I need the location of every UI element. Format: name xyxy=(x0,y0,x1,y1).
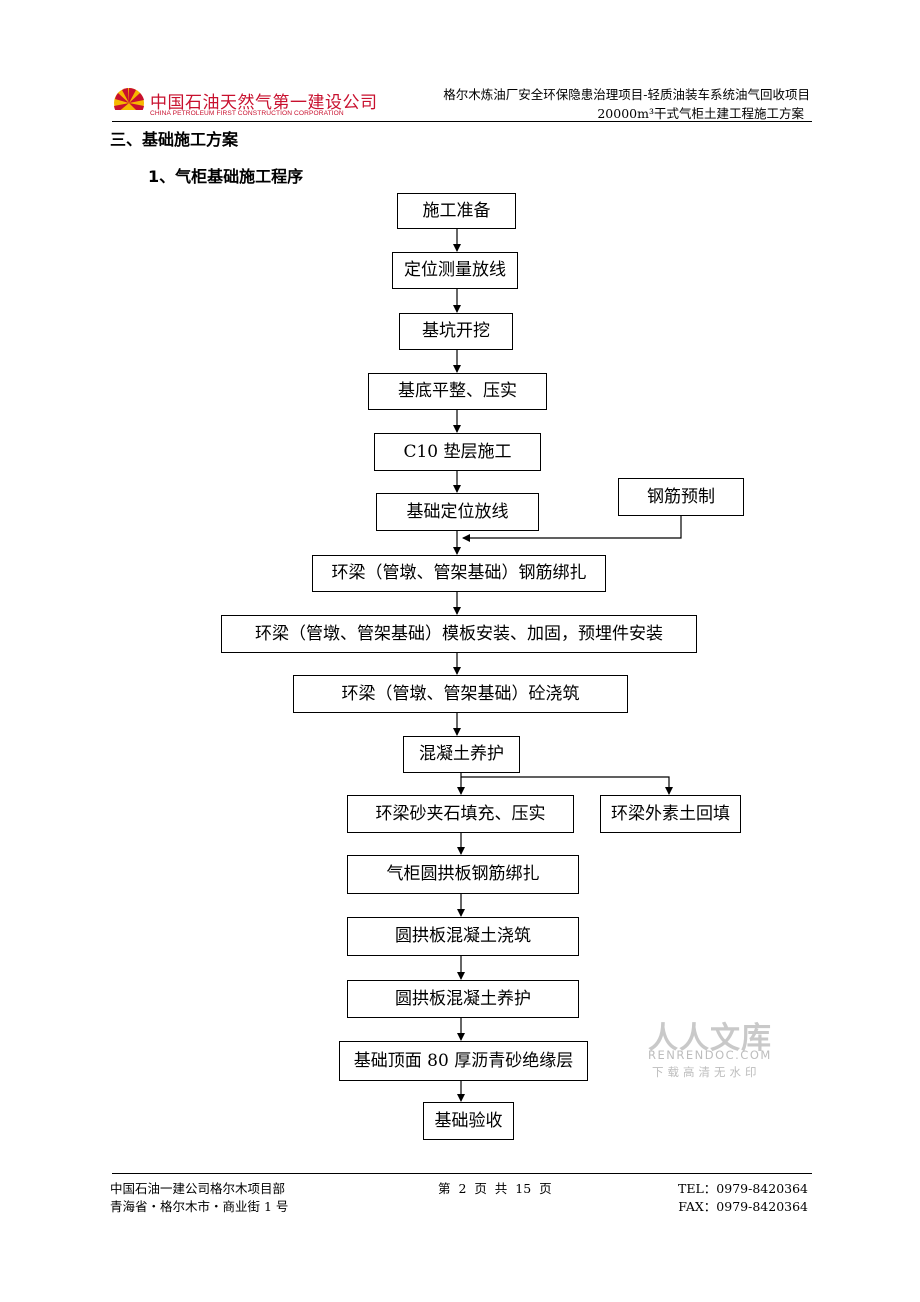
flow-step-ring-beam-rebar: 环梁（管墩、管架基础）钢筋绑扎 xyxy=(312,555,606,592)
flow-step-cushion: C10 垫层施工 xyxy=(374,433,541,471)
petal-logo-icon xyxy=(113,88,145,120)
footer-divider xyxy=(112,1173,812,1174)
flow-side-backfill: 环梁外素土回填 xyxy=(600,795,741,833)
flow-step-excavation: 基坑开挖 xyxy=(399,313,513,350)
watermark-slogan: 下载高清无水印 xyxy=(652,1065,761,1079)
flow-step-survey: 定位测量放线 xyxy=(392,252,518,289)
flow-step-compaction: 基底平整、压实 xyxy=(368,373,547,410)
footer-page-number: 第 2 页 共 15 页 xyxy=(438,1181,552,1196)
flow-step-acceptance: 基础验收 xyxy=(423,1102,514,1140)
flow-step-gravel-fill: 环梁砂夹石填充、压实 xyxy=(347,795,574,833)
footer-company: 中国石油一建公司格尔木项目部 xyxy=(110,1181,286,1196)
logo-english-name: CHINA PETROLEUM FIRST CONSTRUCTION CORPO… xyxy=(150,110,344,117)
header-divider xyxy=(112,121,812,122)
subsection-title: 1、气柜基础施工程序 xyxy=(148,167,304,186)
flow-step-dome-rebar: 气柜圆拱板钢筋绑扎 xyxy=(347,855,579,894)
footer-address: 青海省・格尔木市・商业街 1 号 xyxy=(110,1199,289,1214)
arrow-split-right xyxy=(460,772,673,795)
footer-fax: FAX：0979-8420364 xyxy=(678,1199,808,1214)
project-title-line1: 格尔木炼油厂安全环保隐患治理项目-轻质油装车系统油气回收项目 xyxy=(443,87,810,102)
company-logo xyxy=(112,86,352,120)
flow-step-asphalt-layer: 基础顶面 80 厚沥青砂绝缘层 xyxy=(339,1041,588,1081)
flow-side-rebar-prefab: 钢筋预制 xyxy=(618,478,744,516)
watermark-site: RENRENDOC.COM xyxy=(648,1048,772,1062)
arrow-rebar-join xyxy=(462,515,682,542)
flow-step-foundation-layout: 基础定位放线 xyxy=(376,493,539,531)
flow-step-dome-curing: 圆拱板混凝土养护 xyxy=(347,980,579,1018)
footer-tel: TEL：0979-8420364 xyxy=(678,1181,808,1196)
flow-step-preparation: 施工准备 xyxy=(397,193,516,229)
logo-chinese-name: 中国石油天然气第一建设公司 xyxy=(150,93,378,113)
flow-step-dome-pour: 圆拱板混凝土浇筑 xyxy=(347,917,579,956)
flow-step-concrete-pour: 环梁（管墩、管架基础）砼浇筑 xyxy=(293,675,628,713)
section-title: 三、基础施工方案 xyxy=(110,130,239,149)
flow-step-formwork: 环梁（管墩、管架基础）模板安装、加固，预埋件安装 xyxy=(221,615,697,653)
watermark-title: 人人文库 xyxy=(648,1021,772,1056)
flow-step-curing: 混凝土养护 xyxy=(403,736,520,773)
project-title-line2: 20000m³干式气柜土建工程施工方案 xyxy=(597,106,804,121)
